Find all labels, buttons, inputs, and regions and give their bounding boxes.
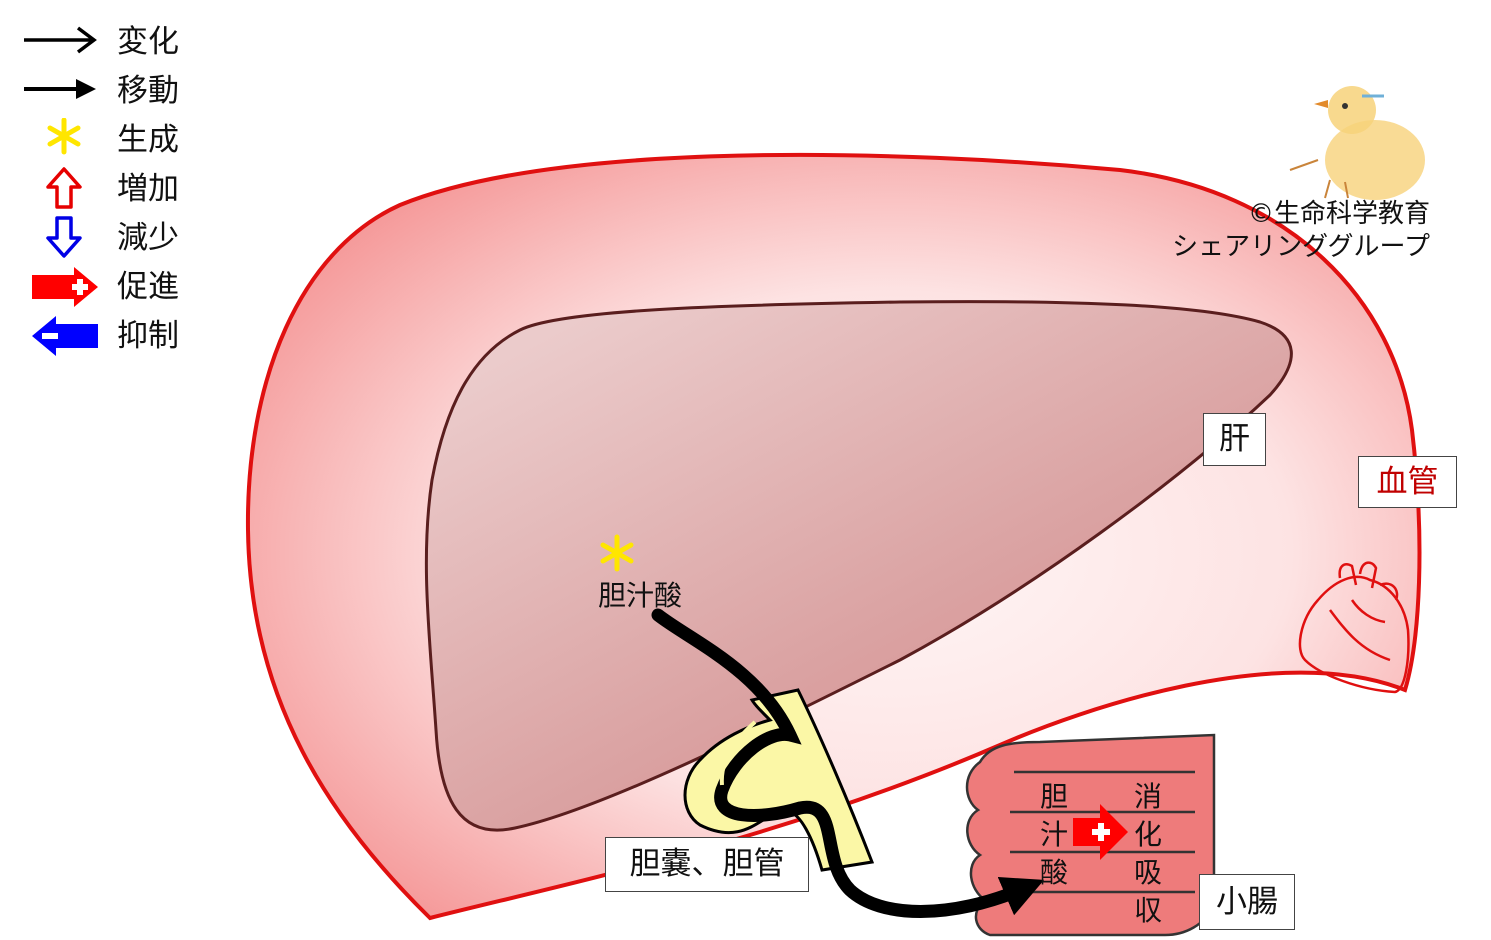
intestine-digestion-text: 消 化 吸 収 bbox=[1130, 778, 1166, 930]
legend-label-change: 変化 bbox=[117, 24, 179, 60]
arrow-solid-icon bbox=[24, 79, 96, 99]
intestine-digestion-char-4: 収 bbox=[1133, 894, 1162, 927]
legend-label-promote: 促進 bbox=[117, 269, 179, 305]
bile-acid-generation-icon bbox=[600, 534, 634, 572]
heart-icon bbox=[1298, 561, 1410, 694]
intestine-digestion-char-1: 消 bbox=[1133, 780, 1162, 813]
bile-acid-label: 胆汁酸 bbox=[598, 579, 683, 612]
legend-label-generate: 生成 bbox=[117, 122, 179, 158]
legend-label-decrease: 減少 bbox=[117, 220, 179, 256]
intestine-bile-acid-char-2: 汁 bbox=[1039, 818, 1068, 851]
legend-item-decrease: 減少 bbox=[0, 216, 200, 262]
copyright-line-2: シェアリンググループ bbox=[1172, 232, 1430, 262]
legend-item-change: 変化 bbox=[0, 20, 200, 66]
legend-item-inhibit: 抑制 bbox=[0, 314, 200, 360]
asterisk-icon bbox=[47, 118, 81, 155]
intestine-digestion-char-3: 吸 bbox=[1133, 856, 1162, 889]
arrow-open-icon bbox=[24, 26, 97, 54]
liver-label: 肝 bbox=[1203, 413, 1266, 466]
legend-item-increase: 増加 bbox=[0, 167, 200, 213]
small-intestine-label: 小腸 bbox=[1199, 874, 1295, 930]
hollow-down-arrow-icon bbox=[46, 216, 82, 258]
plus-right-arrow-icon bbox=[32, 267, 98, 307]
legend-label-increase: 増加 bbox=[117, 171, 179, 207]
legend-item-move: 移動 bbox=[0, 69, 200, 115]
chick-mascot-icon bbox=[1289, 86, 1425, 200]
minus-left-arrow-icon bbox=[32, 316, 98, 356]
liver-shape bbox=[424, 300, 1293, 832]
legend-label-inhibit: 抑制 bbox=[117, 318, 179, 354]
intestine-bile-acid-text: 胆 汁 酸 bbox=[1036, 778, 1072, 892]
bile-flow-outline bbox=[651, 608, 1045, 918]
intestine-digestion-char-2: 化 bbox=[1133, 818, 1162, 851]
hollow-up-arrow-icon bbox=[46, 167, 82, 209]
legend-item-promote: 促進 bbox=[0, 265, 200, 311]
blood-vessel-label: 血管 bbox=[1358, 456, 1457, 508]
copyright-line-1: ©生命科学教育 bbox=[1247, 199, 1430, 229]
intestine-bile-acid-char-1: 胆 bbox=[1039, 780, 1068, 813]
bile-duct-inner-line bbox=[719, 720, 757, 786]
intestine-bile-acid-char-3: 酸 bbox=[1039, 856, 1068, 889]
gallbladder-label: 胆嚢、胆管 bbox=[605, 837, 809, 892]
copyright-text: ©生命科学教育 シェアリンググループ bbox=[1140, 198, 1430, 264]
absorption-promote-icon bbox=[1073, 804, 1128, 860]
legend-item-generate: 生成 bbox=[0, 118, 200, 164]
legend-label-move: 移動 bbox=[117, 73, 179, 109]
